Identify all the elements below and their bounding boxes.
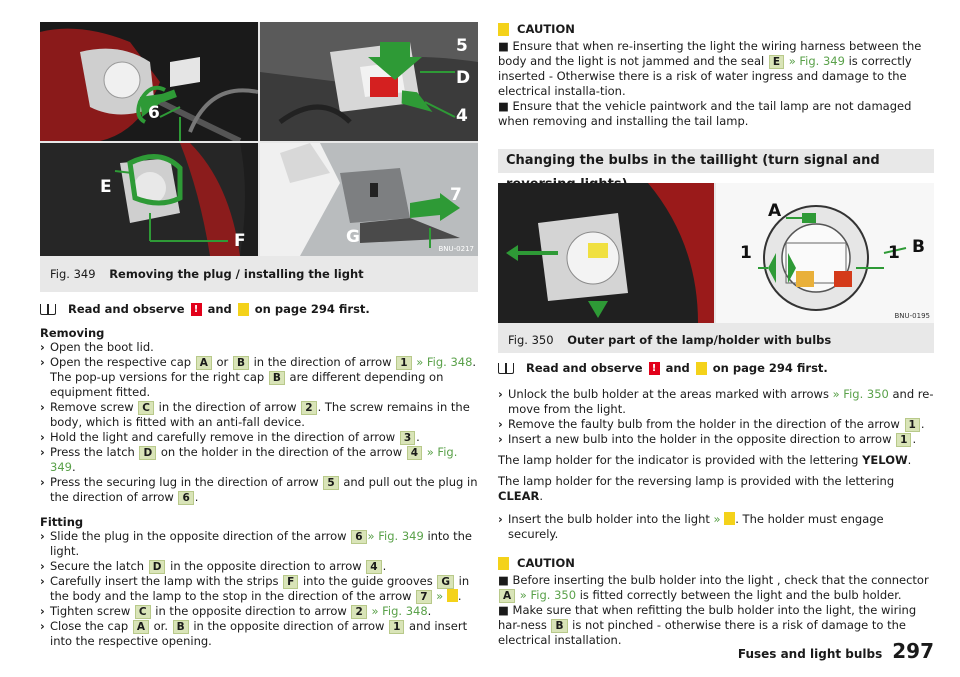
link-fig349[interactable]: » Fig. 349 (50, 445, 458, 474)
link-caution-b[interactable]: » (713, 512, 721, 526)
removing-step-2: ›Open the respective cap A or B in the d… (40, 355, 477, 399)
bulb-step-2: ›Remove the faulty bulb from the holder … (498, 417, 925, 432)
fitting-step-2: ›Secure the latch D in the opposite dire… (40, 559, 387, 574)
callout-B: B (912, 237, 925, 257)
callout-5: 5 (456, 36, 468, 56)
warning-red-icon: ! (648, 361, 660, 375)
book-icon (40, 303, 56, 315)
callout-F: F (234, 231, 246, 251)
fig349-photo-plug: 6 (40, 22, 258, 141)
fig349-code: BNU-0217 (438, 245, 474, 253)
callout-4: 4 (456, 106, 468, 126)
read-observe-349: Read and observe ! and on page 294 first… (40, 302, 478, 316)
book-icon (498, 362, 514, 374)
section-band: Changing the bulbs in the taillight (tur… (498, 149, 934, 192)
read-and: and (665, 361, 690, 375)
read-and: and (207, 302, 232, 316)
callout-E: E (100, 177, 112, 197)
fig350-code: BNU-0195 (894, 312, 930, 320)
removing-step-6: ›Press the securing lug in the direction… (40, 475, 478, 505)
caution-box-2: CAUTION ■ Before inserting the bulb hold… (498, 556, 934, 648)
fig350-title: Outer part of the lamp/holder with bulbs (567, 333, 832, 347)
bulb-step-1: ›Unlock the bulb holder at the areas mar… (498, 387, 934, 416)
callout-1-left: 1 (740, 243, 752, 263)
callout-1-right: 1 (888, 243, 900, 263)
removing-step-1: ›Open the boot lid. (40, 340, 154, 354)
caution-yellow-icon (498, 556, 509, 570)
caution-yellow-icon (724, 512, 736, 525)
bulb-step-3: ›Insert a new bulb into the holder in th… (498, 432, 917, 447)
caution2-bullet-1: ■ Before inserting the bulb holder into … (498, 573, 929, 603)
fig349-photo-car: 7 G BNU-0217 (260, 143, 478, 256)
fig350-caption: Fig. 350 Outer part of the lamp/holder w… (498, 323, 934, 353)
figure-350: A 1 1 B BNU-0195 Fig. 350 Outer part of … (498, 183, 934, 353)
warning-red-icon: ! (190, 302, 202, 316)
caution-yellow-icon (237, 302, 249, 316)
removing-step-5: ›Press the latch D on the holder in the … (40, 445, 458, 474)
right-column: CAUTION ■ Ensure that when re-inserting … (498, 22, 934, 648)
footer-title: Fuses and light bulbs (737, 647, 883, 661)
link-fig349-b[interactable]: » Fig. 349 (367, 529, 424, 543)
caution1-bullet-1: ■ Ensure that when re-inserting the ligh… (498, 39, 922, 98)
callout-G: G (346, 227, 360, 247)
fig349-caption: Fig. 349 Removing the plug / installing … (40, 256, 478, 292)
callout-A: A (768, 201, 782, 221)
fitting-step-3: ›Carefully insert the lamp with the stri… (40, 574, 470, 604)
caution-title-1: CAUTION (517, 22, 575, 36)
reversing-lettering: The lamp holder for the reversing lamp i… (498, 474, 895, 503)
caution-head-1: CAUTION (498, 22, 934, 36)
fig350-photo-holder: A 1 1 B BNU-0195 (716, 183, 934, 323)
read-pre: Read and observe (526, 361, 643, 375)
caution-box-1: CAUTION ■ Ensure that when re-inserting … (498, 22, 934, 129)
removing-step-3: ›Remove screw C in the direction of arro… (40, 400, 470, 429)
fig350-number: Fig. 350 (508, 333, 554, 347)
link-fig349-c[interactable]: » Fig. 349 (788, 54, 845, 68)
figure-349: 6 5 D 4 (40, 22, 478, 292)
fitting-step-5: ›Close the cap A or. B in the opposite d… (40, 619, 468, 648)
link-fig350[interactable]: » Fig. 350 (832, 387, 889, 401)
caution-title-2: CAUTION (517, 556, 575, 570)
removing-steps: ›Open the boot lid. ›Open the respective… (40, 340, 478, 505)
caution-yellow-icon (446, 589, 458, 602)
link-fig348[interactable]: » Fig. 348 (416, 355, 473, 369)
callout-6: 6 (148, 103, 160, 123)
callout-D: D (456, 68, 471, 88)
read-pre: Read and observe (68, 302, 185, 316)
link-caution[interactable]: » (436, 589, 444, 603)
page-number: 297 (892, 639, 934, 663)
callout-7: 7 (450, 185, 462, 205)
bulb-step-4: ›Insert the bulb holder into the light »… (498, 512, 884, 541)
read-observe-350: Read and observe ! and on page 294 first… (498, 361, 934, 375)
fig349-title: Removing the plug / installing the light (109, 267, 364, 281)
caution-yellow-icon (695, 361, 707, 375)
fig349-number: Fig. 349 (50, 267, 96, 281)
caution2-bullet-2: ■ Make sure that when refitting the bulb… (498, 603, 917, 647)
removing-step-4: ›Hold the light and carefully remove in … (40, 430, 420, 445)
bulb-steps: ›Unlock the bulb holder at the areas mar… (498, 387, 934, 447)
indicator-lettering: The lamp holder for the indicator is pro… (498, 453, 912, 467)
read-post: on page 294 first. (254, 302, 370, 316)
read-post: on page 294 first. (712, 361, 828, 375)
link-fig348-b[interactable]: » Fig. 348 (371, 604, 428, 618)
caution1-bullet-2: ■ Ensure that the vehicle paintwork and … (498, 99, 912, 128)
fig349-photo-latch: 5 D 4 (260, 22, 478, 141)
fitting-step-4: ›Tighten screw C in the opposite directi… (40, 604, 432, 619)
fitting-step-1: ›Slide the plug in the opposite directio… (40, 529, 472, 558)
fig349-photo-seal: E F (40, 143, 258, 256)
fitting-steps: ›Slide the plug in the opposite directio… (40, 529, 478, 649)
link-fig350-b[interactable]: » Fig. 350 (519, 588, 577, 602)
fig350-photo-lamp (498, 183, 714, 323)
caution-yellow-icon (498, 22, 509, 36)
fitting-heading: Fitting (40, 515, 84, 529)
removing-heading: Removing (40, 326, 105, 340)
left-column: 6 5 D 4 (40, 22, 478, 649)
caution-head-2: CAUTION (498, 556, 934, 570)
page-footer: Fuses and light bulbs 297 (738, 639, 934, 663)
